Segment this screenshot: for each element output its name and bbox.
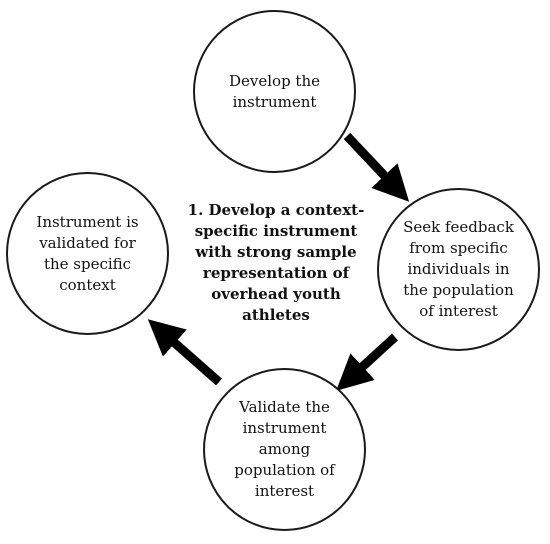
arrow-feedback-to-validate <box>336 333 399 391</box>
node-develop: Develop the instrument <box>193 10 356 173</box>
node-validated: Instrument is validated for the specific… <box>6 172 169 335</box>
node-feedback: Seek feedback from specific individuals … <box>377 188 540 351</box>
node-develop-label: Develop the instrument <box>228 71 321 111</box>
node-validate: Validate the instrument among population… <box>203 368 366 531</box>
center-goal-text: 1. Develop a context-specific instrument… <box>187 201 365 324</box>
node-validated-label: Instrument is validated for the specific… <box>36 212 139 294</box>
node-feedback-label: Seek feedback from specific individuals … <box>403 218 514 320</box>
arrow-validate-to-validated <box>147 319 222 386</box>
arrow-develop-to-feedback <box>343 132 410 202</box>
node-validate-label: Validate the instrument among population… <box>234 398 335 500</box>
